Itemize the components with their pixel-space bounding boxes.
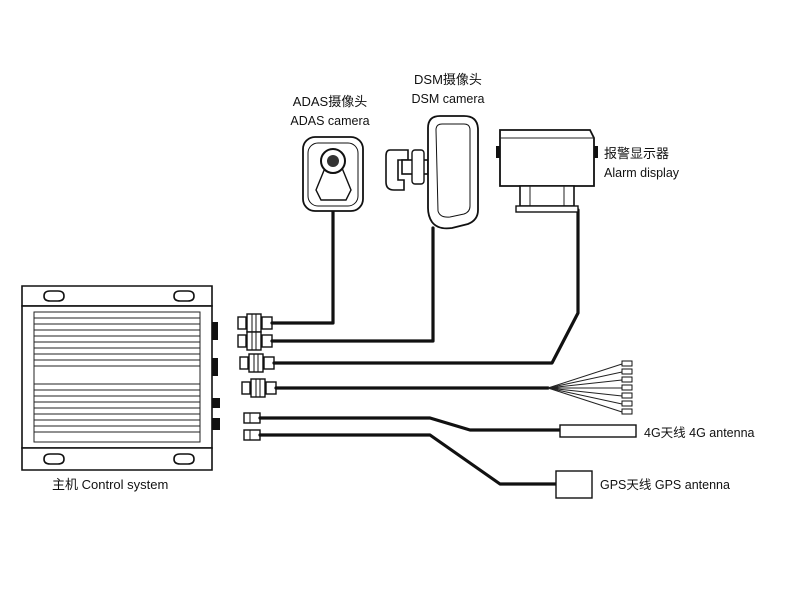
control-system-label: 主机 Control system xyxy=(52,477,168,492)
antenna-connector xyxy=(243,412,261,441)
io-harness-wires xyxy=(547,360,633,415)
adas-camera xyxy=(302,136,364,212)
aviation-connector xyxy=(237,313,273,333)
dsm-camera-label-cn: DSM摄像头 xyxy=(414,72,482,87)
aviation-connector xyxy=(239,353,275,373)
alarm-display xyxy=(496,129,598,213)
gps-antenna-cable xyxy=(258,433,558,486)
dsm-camera-label-en: DSM camera xyxy=(412,92,485,106)
adas-camera-label-en: ADAS camera xyxy=(290,114,369,128)
aviation-connector xyxy=(237,331,273,351)
gps-antenna-label: GPS天线 GPS antenna xyxy=(600,478,730,492)
heat-sink-fins-upper xyxy=(34,317,200,367)
heat-sink-fins-lower xyxy=(34,383,200,433)
dsm-camera xyxy=(385,115,479,230)
4g-antenna-label: 4G天线 4G antenna xyxy=(644,426,755,440)
adas-camera-label-cn: ADAS摄像头 xyxy=(293,94,367,109)
dsm-camera-cable xyxy=(270,226,435,343)
adas-camera-cable xyxy=(270,206,335,325)
alarm-display-label-cn: 报警显示器 xyxy=(604,146,669,161)
4g-antenna xyxy=(559,424,637,438)
aviation-connector xyxy=(241,378,277,398)
control-system-unit xyxy=(21,285,220,471)
alarm-display-cable xyxy=(272,208,580,365)
alarm-display-label-en: Alarm display xyxy=(604,166,680,180)
4g-antenna-cable xyxy=(258,416,562,432)
mounting-slot-icon xyxy=(43,290,195,465)
gps-antenna xyxy=(555,470,593,499)
